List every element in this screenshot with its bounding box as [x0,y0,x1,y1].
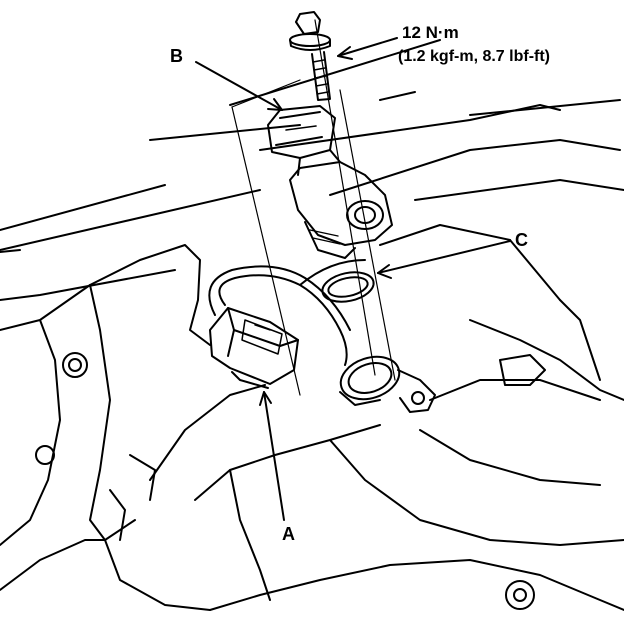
callout-b-label: B [170,46,183,66]
callout-a-label: A [282,524,295,544]
wire-harness [208,259,366,366]
sensor-port [339,355,436,413]
callout-c-label: C [515,230,528,250]
sensor-b [267,105,393,259]
mounting-bolt [289,11,331,101]
connector-a [209,307,299,389]
torque-conversion-label: (1.2 kgf-m, 8.7 lbf-ft) [398,48,551,65]
leader-lines [195,37,511,521]
engine-housing [0,39,624,611]
alignment-lines [231,19,396,396]
torque-value-label: 12 N·m [402,23,459,42]
o-ring-c [321,271,375,303]
